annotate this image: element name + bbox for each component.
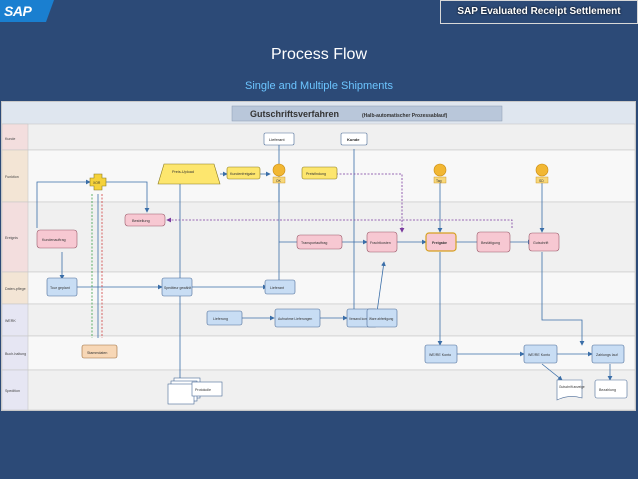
box-lieferung-label: Lieferung	[213, 317, 228, 321]
box-preisfindung-label: Preisfindung	[306, 172, 326, 176]
process-flow-diagram: Gutschriftsverfahren (Halb-automatischer…	[1, 101, 636, 411]
box-protokolle-tag	[191, 381, 223, 397]
box-bestaetigung-label: Bestätigung	[481, 241, 500, 245]
box-tour-geplant-label: Tour geplant	[50, 286, 70, 290]
diagram-title-note: (Halb-automatischer Prozessablauf)	[362, 113, 448, 119]
box-bestellung	[124, 213, 166, 227]
box-tour-geplant	[46, 277, 78, 297]
box-bestellung-label: Bestellung	[132, 219, 150, 223]
page-title: Process Flow	[270, 46, 368, 63]
event-ok-label: OK	[276, 179, 282, 183]
lane-spedition	[2, 369, 635, 410]
box-transportauftrag-label: Transportauftrag	[301, 241, 327, 245]
box-preisfindung	[301, 166, 338, 180]
box-we-re-konto-1	[424, 344, 458, 364]
lane-label-kunde: Kunde	[5, 137, 15, 141]
diagram-title: Gutschriftsverfahren	[250, 109, 339, 119]
xor-gateway-label: XOR	[93, 181, 101, 185]
corner-title: SAP Evaluated Receipt Settlement	[440, 0, 638, 24]
box-we-re-konto-2-label: WE/RE Konto	[528, 353, 550, 357]
box-ware-abfertigung	[366, 308, 398, 328]
lane-label-ereignis: Ereignis	[5, 236, 18, 240]
box-lieferant-mid	[264, 279, 296, 295]
page-subtitle: Single and Multiple Shipments	[245, 80, 393, 92]
diagram-title-box	[231, 105, 503, 122]
box-zahlungs-lauf	[591, 344, 625, 364]
event-ok: OK	[272, 163, 286, 184]
lane-label-buchhaltung: Buch-haltung	[5, 352, 26, 356]
box-preis-upload-label: Preis-Upload	[172, 170, 194, 174]
event-sd-label: SD	[539, 179, 544, 183]
bottom-band	[0, 411, 638, 479]
box-gutschrift-anzeige	[556, 379, 583, 401]
box-we-re-konto-2	[523, 344, 558, 364]
box-transportauftrag	[296, 234, 343, 250]
box-kundenfreigabe-label: Kundenfreigabe	[230, 172, 255, 176]
box-freigabe-label: Freigabe	[432, 241, 447, 245]
lane-label-funktion: Funktion	[5, 175, 19, 179]
box-stammdaten-label: Stammdaten	[87, 351, 107, 355]
box-kunde-top-label: Kunde	[347, 137, 360, 142]
lane-label-datenpflege: Daten-pflege	[5, 287, 26, 291]
box-kundenauftrag	[36, 229, 78, 249]
box-lieferant-mid-label: Lieferant	[270, 286, 284, 290]
box-protokolle-label: Protokolle	[195, 388, 211, 392]
lane-label-werk: WERK	[5, 319, 16, 323]
box-frachtkosten-label: Frachtkosten	[370, 241, 391, 245]
box-stammdaten	[81, 344, 118, 359]
lane-datenpflege	[2, 271, 635, 305]
box-zahlungs-lauf-label: Zahlungs lauf	[596, 353, 618, 357]
event-sd: SD	[535, 163, 549, 184]
lane-label-bg-werk	[2, 303, 29, 337]
lane-kunde	[2, 123, 635, 151]
box-ware-abfertigung-label: Ware abfertigung	[369, 317, 394, 321]
lane-label-bg-kunde	[2, 123, 29, 151]
box-bezahlung	[594, 379, 628, 399]
box-gutschrift-label: Gutschrift	[533, 241, 548, 245]
box-kundenauftrag-label: Kundenauftrag	[42, 238, 66, 242]
box-lieferant-top-label: Lieferant	[269, 137, 285, 142]
box-freigabe	[425, 232, 457, 252]
box-bestaetigung	[476, 231, 511, 253]
box-aufnahme-lieferungen	[274, 308, 321, 328]
xor-gateway: XOR	[89, 173, 107, 191]
box-gutschrift	[528, 232, 560, 252]
lane-label-bg-ereignis	[2, 201, 29, 273]
box-gutschrift-anzeige-label: Gutschrift anzeige	[559, 385, 585, 389]
box-lieferung	[206, 310, 243, 326]
box-spediteur-gewaehlt	[161, 277, 193, 297]
dashed-connectors	[166, 173, 513, 233]
event-tag: Tag	[433, 163, 447, 184]
box-spediteur-gewaehlt-label: Spediteur gewählt	[164, 286, 191, 290]
sap-logo: SAP	[0, 0, 54, 22]
box-bezahlung-label: Bezahlung	[599, 388, 616, 392]
box-frachtkosten	[366, 231, 398, 253]
box-kunde-top	[340, 132, 368, 146]
lane-label-bg-spedition	[2, 369, 29, 410]
box-aufnahme-lieferungen-label: Aufnahme Lieferungen	[278, 317, 312, 321]
box-we-re-konto-1-label: WE/RE Konto	[429, 353, 451, 357]
box-kundenfreigabe	[226, 166, 261, 180]
event-tag-label: Tag	[436, 179, 442, 183]
box-versand-kontrolle-label: Versand kontrolle	[349, 317, 374, 321]
sap-logo-text: SAP	[4, 3, 32, 19]
box-lieferant-top	[263, 132, 295, 146]
sap-logo-wedge	[46, 0, 54, 22]
box-preis-upload	[157, 163, 221, 185]
lane-label-spedition: Spedition	[5, 389, 20, 393]
lane-label-bg-buchhaltung	[2, 335, 29, 371]
